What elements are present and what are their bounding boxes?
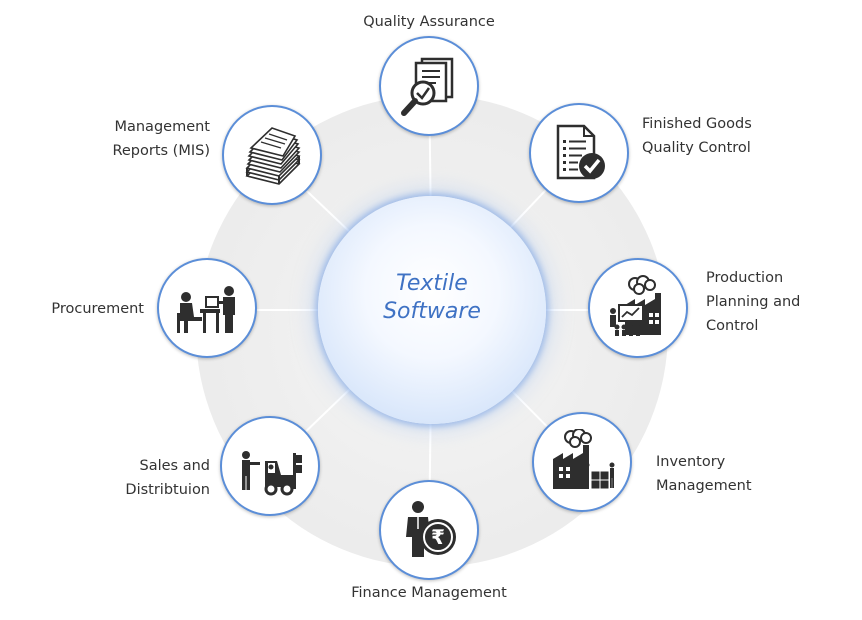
label-inventory-line1: Inventory — [656, 454, 726, 470]
center-title-line1: Textile — [396, 271, 468, 296]
node-finished-goods[interactable] — [529, 103, 629, 203]
desk-meeting-icon — [177, 286, 235, 333]
node-production[interactable] — [588, 258, 688, 358]
label-inventory: Inventory Management — [656, 450, 752, 498]
label-production: Production Planning and Control — [706, 266, 800, 338]
svg-text:₹: ₹ — [431, 525, 445, 549]
label-finished-goods-line2: Quality Control — [642, 140, 751, 156]
label-production-line2: Planning and — [706, 294, 801, 310]
label-reports-line2: Reports (MIS) — [112, 143, 210, 159]
label-sales-line1: Sales and — [139, 458, 210, 474]
factory-warehouse-icon — [553, 429, 615, 490]
label-finished-goods: Finished Goods Quality Control — [642, 112, 752, 160]
label-production-line3: Control — [706, 318, 759, 334]
node-sales[interactable] — [220, 416, 320, 516]
node-inventory[interactable] — [532, 412, 632, 512]
node-procurement[interactable] — [157, 258, 257, 358]
label-sales: Sales and Distribtuion — [100, 454, 210, 502]
paper-stack-icon — [245, 127, 301, 185]
document-check-icon — [556, 124, 605, 180]
label-finance: Finance Management — [320, 581, 538, 605]
node-finance[interactable]: ₹ — [379, 480, 479, 580]
forklift-delivery-icon — [242, 451, 302, 496]
label-reports-line1: Management — [114, 119, 210, 135]
label-finance-line1: Finance Management — [351, 585, 507, 601]
factory-presentation-icon — [610, 275, 661, 336]
center-hub — [318, 196, 546, 424]
label-procurement-line1: Procurement — [51, 301, 144, 317]
center-title-line2: Software — [383, 299, 481, 324]
center-title: Textile Software — [318, 270, 546, 326]
label-inventory-line2: Management — [656, 478, 752, 494]
node-quality-assurance[interactable] — [379, 36, 479, 136]
node-reports[interactable] — [222, 105, 322, 205]
label-quality-assurance-line1: Quality Assurance — [363, 14, 495, 30]
label-reports: Management Reports (MIS) — [70, 115, 210, 163]
label-quality-assurance: Quality Assurance — [335, 10, 523, 34]
magnifier-checklist-icon — [401, 57, 454, 116]
label-finished-goods-line1: Finished Goods — [642, 116, 752, 132]
label-procurement: Procurement — [26, 297, 144, 321]
label-sales-line2: Distribtuion — [125, 482, 210, 498]
rupee-coin-person-icon: ₹ — [406, 501, 456, 557]
label-production-line1: Production — [706, 270, 784, 286]
